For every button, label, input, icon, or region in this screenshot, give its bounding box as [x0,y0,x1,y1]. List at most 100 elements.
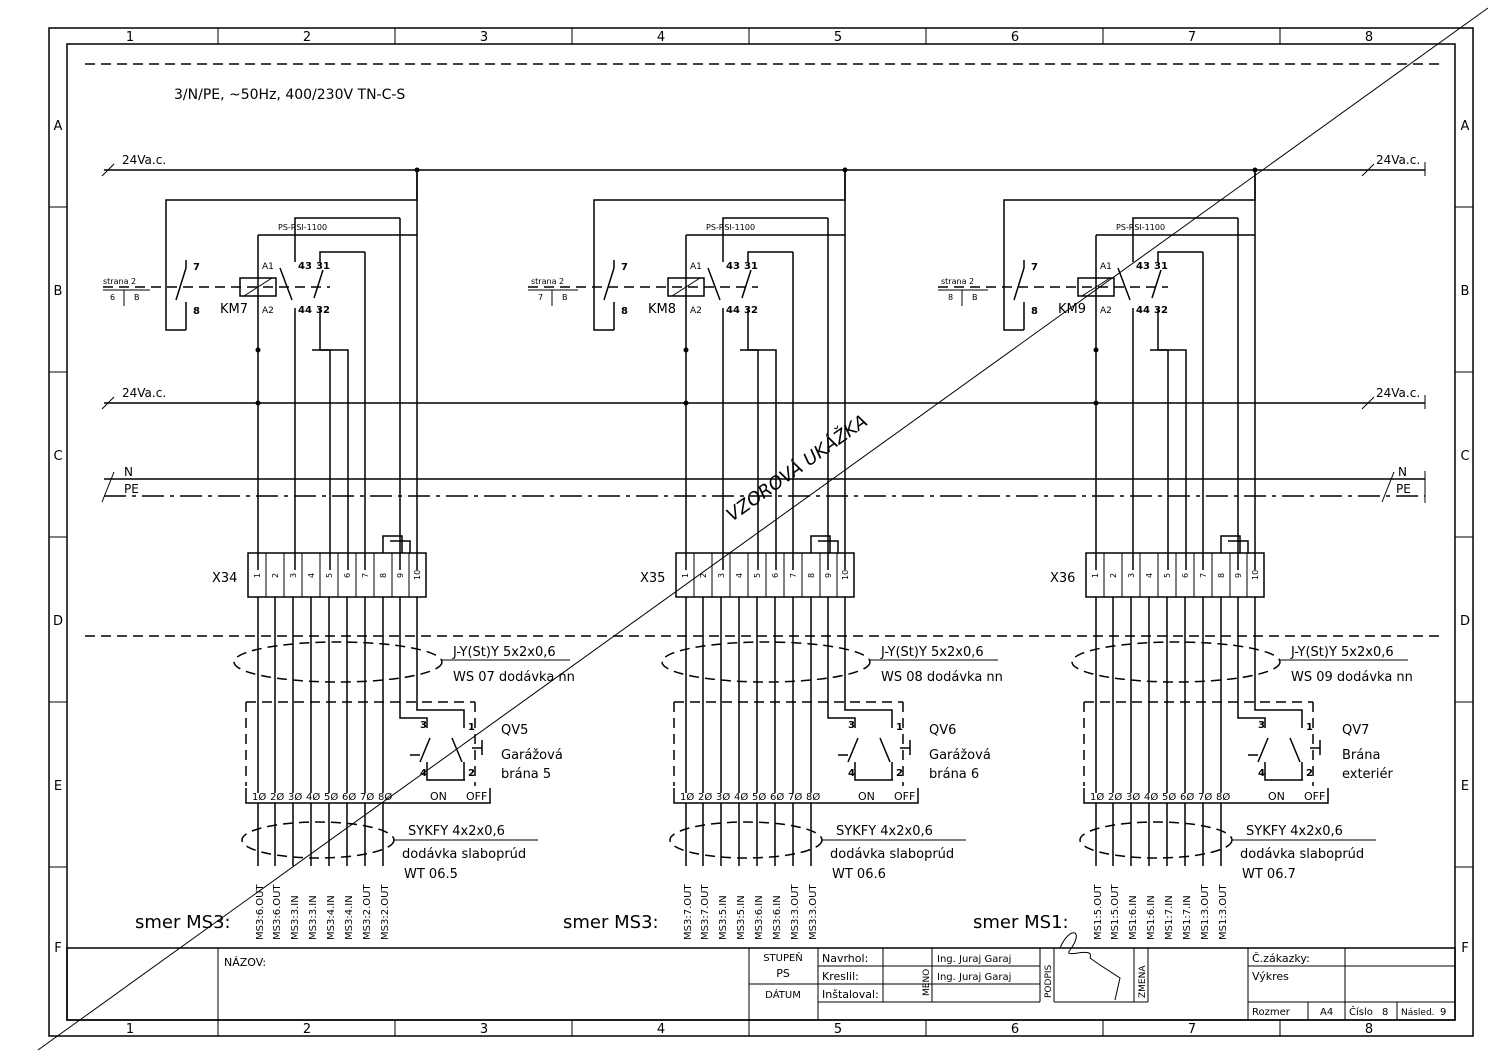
zmena-label: ZMENA [1138,965,1148,998]
col-label: 6 [1011,30,1019,45]
bus-label-24v: 24Va.c. [1376,386,1420,400]
row-label: C [53,449,62,464]
cable-type: J-Y(St)Y 5x2x0,6 [1290,645,1394,660]
contactor-label: KM7 [220,302,248,317]
switch-terminal: 3 [848,720,855,731]
pin-label: 6Ø [770,791,784,803]
page-ref-label: strana 2 [103,277,136,286]
rozmer-label: Rozmer [1252,1007,1291,1018]
switch-terminal: 2 [468,768,475,779]
direction-label: smer MS3: [563,912,659,933]
pin-label: 4Ø [306,791,320,803]
switch-terminal: 4 [1258,768,1265,779]
contactor-label: KM9 [1058,302,1086,317]
terminal-number: 6 [343,573,352,578]
zakazka-label: Č.zákazky: [1252,952,1310,965]
bus-label-24v: 24Va.c. [122,153,166,167]
col-label: 8 [1365,1022,1373,1037]
switch-desc: exteriér [1342,767,1394,782]
switch-terminal: 4 [848,768,855,779]
pin-label: 6Ø [342,791,356,803]
pin-label: 8Ø [378,791,392,803]
col-label: 3 [480,1022,488,1037]
signal-label: MS3:3.OUT [808,884,819,940]
datum-label: DÁTUM [765,988,801,1001]
page-ref-col: 7 [538,293,543,302]
cable-note: dodávka slaboprúd [402,847,526,862]
pin-label: 2Ø [270,791,284,803]
signal-label: MS3:4.IN [344,895,355,940]
terminal-number: 6 [1181,573,1190,578]
contact-label: 44 [1136,305,1150,316]
signal-label: MS3:7.OUT [683,884,694,940]
contact-label: 44 [298,305,312,316]
terminal-number: 8 [379,573,388,578]
cable-type: J-Y(St)Y 5x2x0,6 [452,645,556,660]
pin-label: 8Ø [1216,791,1230,803]
contact-label: 8 [193,306,200,317]
page-ref-row: B [972,293,978,302]
switch-desc: Garážová [501,748,563,763]
terminal-number: 10 [413,570,422,580]
col-label: 4 [657,1022,665,1037]
contact-label: 31 [1154,261,1168,272]
relay-type: PS-RSI-1100 [706,223,755,232]
signal-label: MS3:6.OUT [255,884,266,940]
contact-label: 7 [193,262,200,273]
terminal-number: 3 [289,573,298,578]
cable-note: dodávka slaboprúd [1240,847,1364,862]
pin-label: 3Ø [716,791,730,803]
terminal-number: 3 [1127,573,1136,578]
relay-type: PS-RSI-1100 [278,223,327,232]
contact-label: 8 [621,306,628,317]
switch-off-label: OFF [894,790,915,803]
signal-label: MS3:7.OUT [700,884,711,940]
signal-label: MS1:7.IN [1164,895,1175,940]
page-ref-col: 8 [948,293,953,302]
signal-label: MS3:3.IN [290,895,301,940]
terminal-strip-label: X34 [212,571,237,586]
contact-label: 44 [726,305,740,316]
circuit-group-km7: PS-RSI-1100 KM7 A1 A2 43 31 44 32 7 8 st… [103,167,575,940]
row-label: C [1460,449,1469,464]
cable-note: dodávka slaboprúd [830,847,954,862]
direction-label: smer MS3: [135,912,231,933]
cable-type: J-Y(St)Y 5x2x0,6 [880,645,984,660]
row-label: A [1461,119,1470,134]
page-ref-col: 6 [110,293,115,302]
switch-label: QV7 [1342,723,1369,738]
col-label: 2 [303,1022,311,1037]
terminal-number: 4 [1145,573,1154,578]
col-label: 6 [1011,1022,1019,1037]
watermark-text: VZOROVÁ UKÁŽKA [722,410,872,526]
switch-label: QV6 [929,723,956,738]
terminal-number: 8 [807,573,816,578]
contact-label: A2 [262,306,274,316]
switch-terminal: 2 [1306,768,1313,779]
cable-note: WS 07 dodávka nn [453,670,575,685]
switch-on-label: ON [1268,790,1285,803]
pin-label: 4Ø [1144,791,1158,803]
terminal-number: 7 [789,573,798,578]
switch-terminal: 1 [1306,722,1313,733]
signal-label: MS3:6.IN [772,895,783,940]
circuit-group-km9: PS-RSI-1100 KM9 A1 A2 43 31 44 32 7 8 st… [938,167,1413,940]
cislo-label: Číslo [1349,1005,1373,1018]
switch-desc: Brána [1342,748,1380,763]
page-ref-row: B [562,293,568,302]
signal-label: MS1:3.OUT [1218,884,1229,940]
pin-label: 4Ø [734,791,748,803]
relay-type: PS-RSI-1100 [1116,223,1165,232]
signal-label: MS1:3.OUT [1200,884,1211,940]
signal-label: MS3:6.OUT [272,884,283,940]
contact-label: A2 [690,306,702,316]
cable-type: SYKFY 4x2x0,6 [836,824,933,839]
switch-label: QV5 [501,723,528,738]
signal-label: MS3:6.IN [754,895,765,940]
row-markers: A B C D E F A B C D E F [49,119,1473,956]
pin-label: 7Ø [360,791,374,803]
pin-label: 1Ø [1090,791,1104,803]
col-label: 8 [1365,30,1373,45]
col-label: 7 [1188,30,1196,45]
